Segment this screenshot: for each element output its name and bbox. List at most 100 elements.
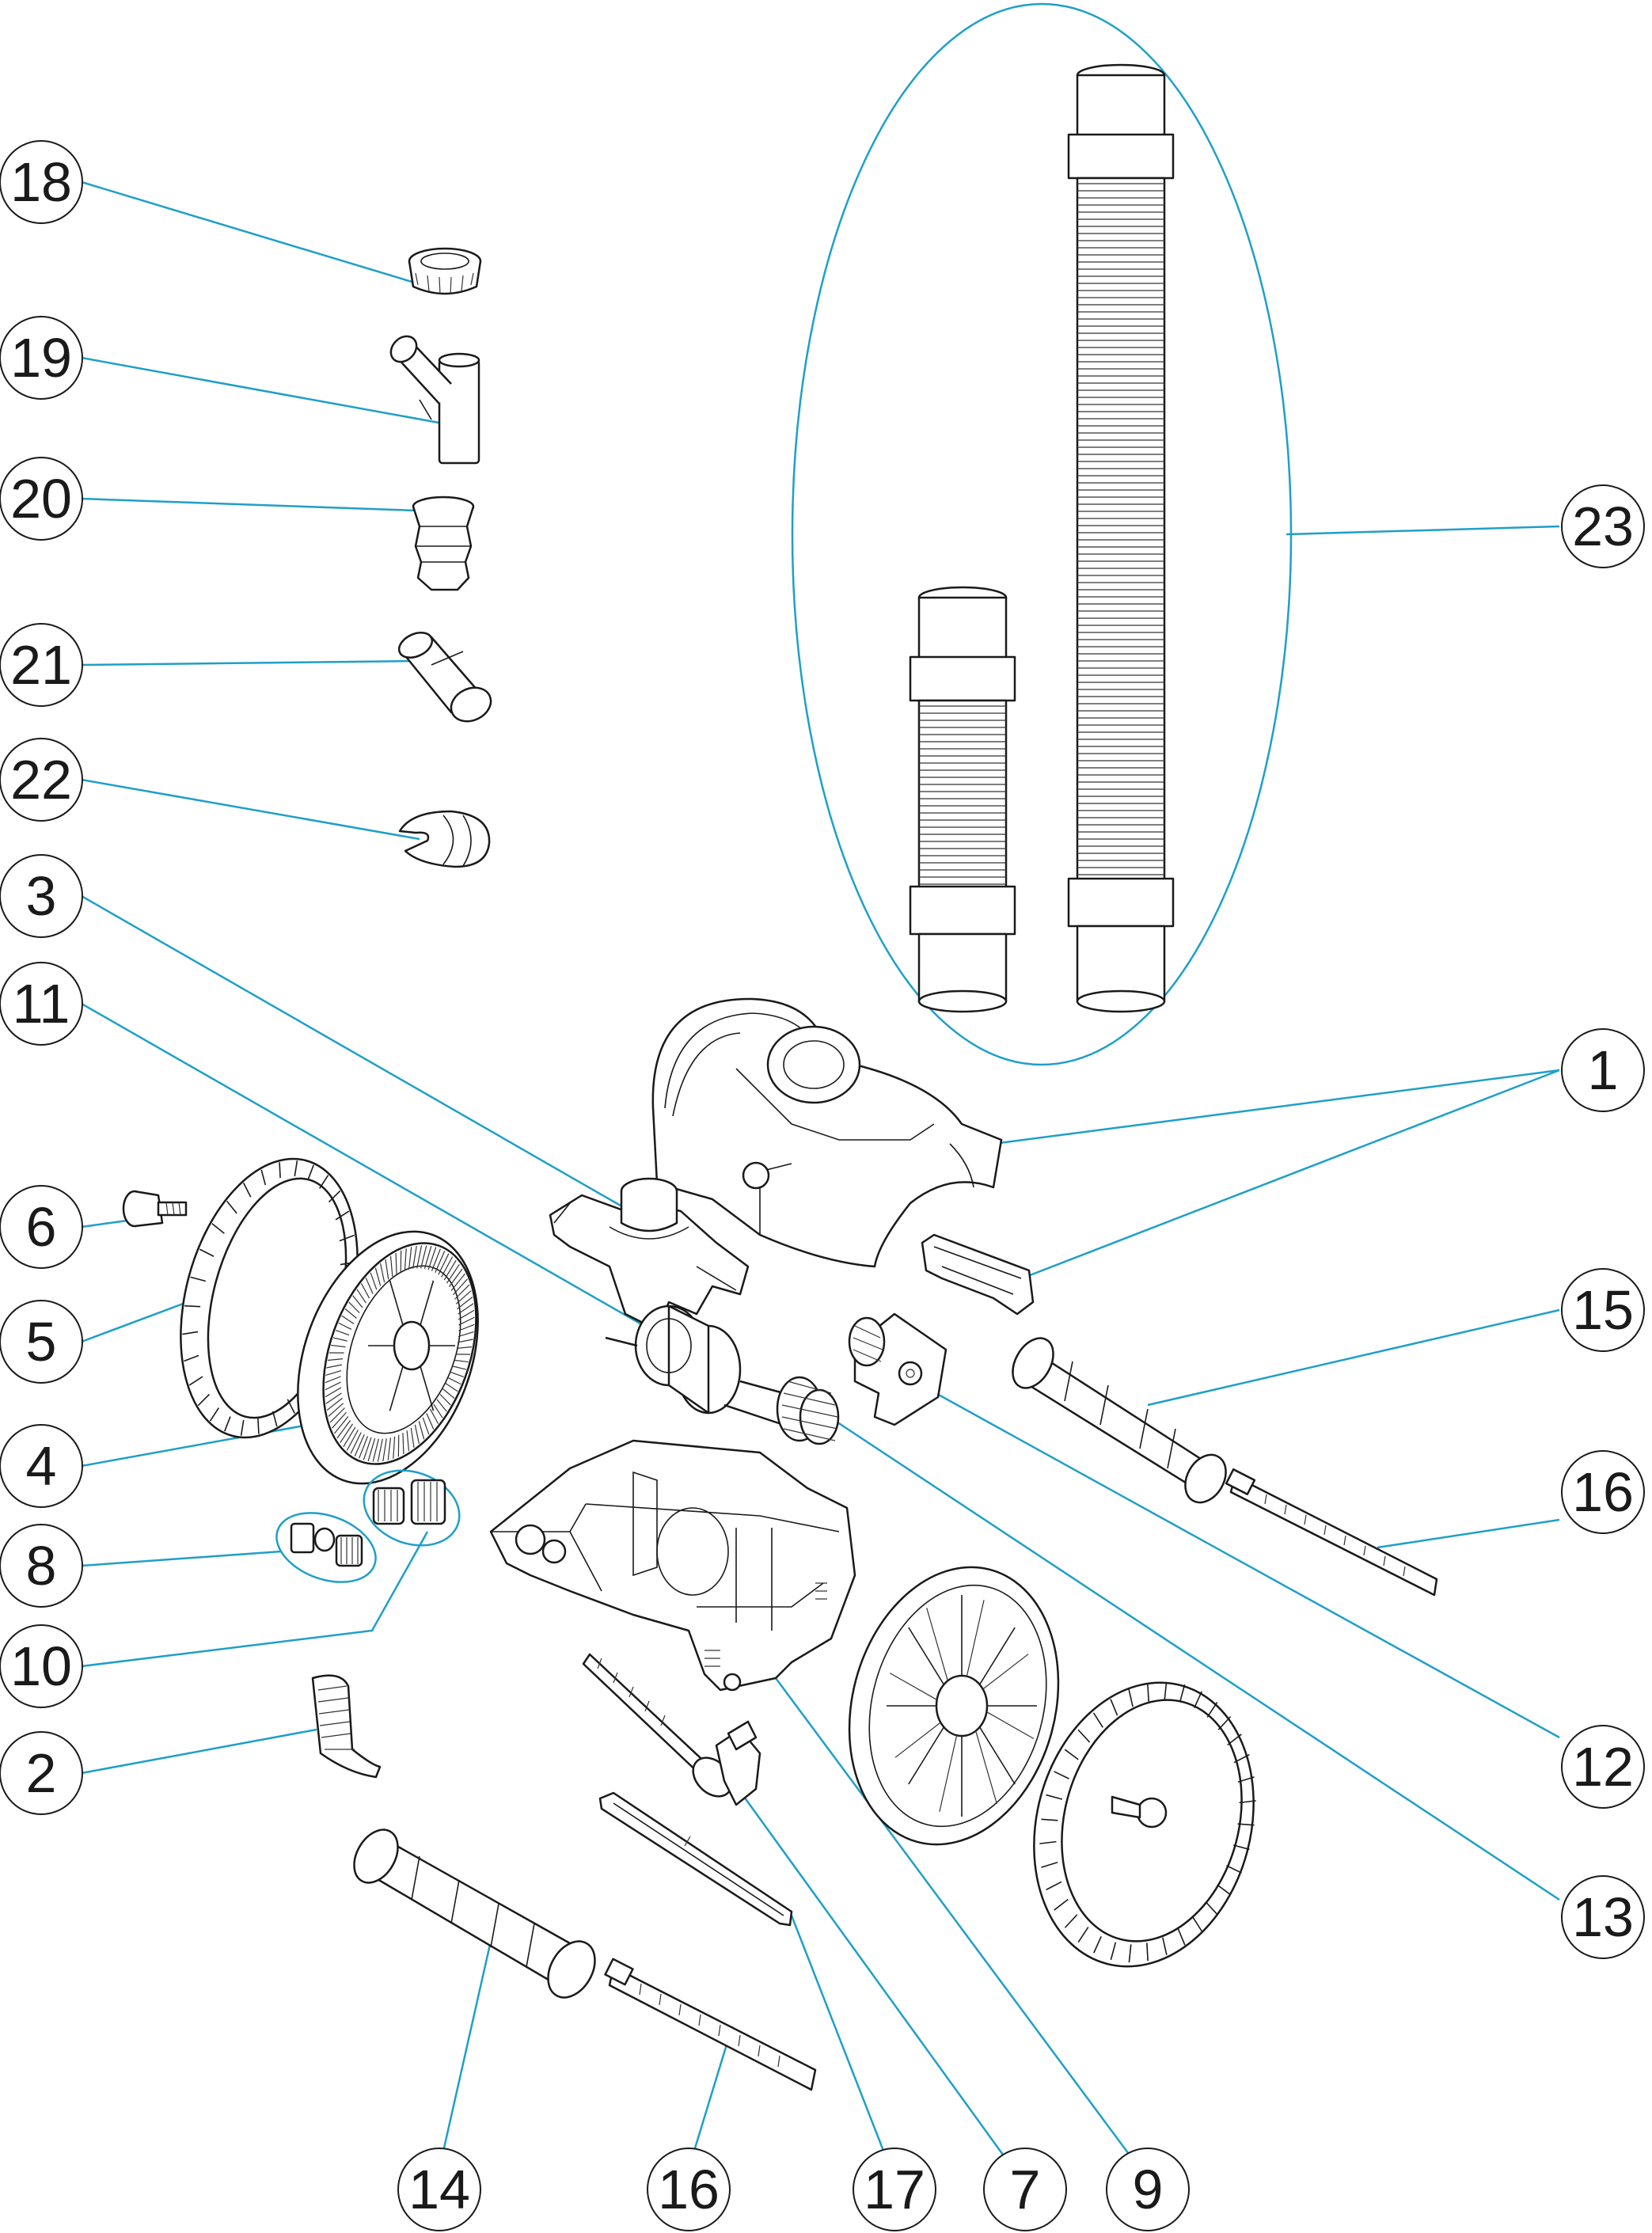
top-cover-part — [651, 997, 1003, 1268]
callout-17: 17 — [853, 2148, 936, 2231]
svg-text:22: 22 — [10, 749, 72, 811]
callout-11: 11 — [0, 962, 83, 1046]
leader-16a — [687, 2026, 734, 2170]
callout-19: 19 — [0, 316, 83, 400]
leader-4 — [81, 1423, 310, 1468]
callout-5: 5 — [0, 1300, 83, 1384]
callout-4: 4 — [0, 1424, 83, 1508]
callout-7: 7 — [983, 2148, 1067, 2231]
callout-12: 12 — [1561, 1725, 1645, 1809]
leader-23 — [1286, 525, 1560, 536]
long-hose — [1067, 63, 1175, 1013]
brush-roller-front-part — [353, 1829, 596, 1999]
svg-text:21: 21 — [10, 634, 72, 696]
callout-2: 2 — [0, 1731, 83, 1815]
hose-nut-part — [408, 247, 482, 295]
leader-11 — [81, 1002, 666, 1339]
callout-18: 18 — [0, 140, 83, 224]
roller-shaft-front-part — [604, 1958, 817, 2091]
leader-1b — [1001, 1069, 1560, 1288]
brush-roller-rear-part — [1012, 1337, 1227, 1504]
cam-gear-part — [848, 1312, 948, 1426]
leader-22 — [81, 778, 420, 841]
grille-part — [311, 1674, 382, 1779]
axle-screw-part — [122, 1190, 188, 1228]
svg-text:18: 18 — [10, 151, 72, 213]
leader-1a — [993, 1069, 1560, 1145]
callouts: 18 19 20 21 22 3 11 6 5 4 8 10 2 14 16 1… — [0, 140, 1645, 2231]
svg-text:16: 16 — [658, 2159, 720, 2220]
clip-part — [398, 810, 491, 868]
leader-lines — [81, 180, 1560, 2170]
svg-text:17: 17 — [864, 2159, 925, 2220]
svg-text:2: 2 — [26, 1742, 57, 1804]
svg-text:13: 13 — [1572, 1886, 1634, 1948]
svg-text:7: 7 — [1010, 2159, 1041, 2220]
leader-18 — [81, 180, 436, 291]
leader-20 — [81, 497, 416, 512]
svg-text:3: 3 — [26, 865, 57, 927]
leader-2 — [81, 1728, 317, 1775]
callout-22: 22 — [0, 738, 83, 822]
callout-10: 10 — [0, 1624, 83, 1708]
leader-19 — [81, 356, 444, 425]
cone-adapter-part — [412, 496, 475, 591]
leader-12 — [913, 1380, 1560, 1739]
svg-text:11: 11 — [13, 973, 70, 1035]
short-hose — [909, 586, 1016, 1013]
svg-text:16: 16 — [1572, 1461, 1634, 1523]
callout-6: 6 — [0, 1185, 83, 1269]
roller-shaft-rear-part — [1225, 1468, 1438, 1597]
svg-text:14: 14 — [408, 2159, 470, 2220]
callout-15: 15 — [1561, 1268, 1645, 1352]
drive-shaft-part — [582, 1653, 761, 1806]
svg-text:20: 20 — [10, 468, 72, 530]
leader-15 — [1147, 1308, 1560, 1407]
inlet-housing-part — [549, 1177, 750, 1331]
leader-16b — [1377, 1518, 1560, 1549]
skirt-strip-part — [598, 1791, 793, 1927]
svg-text:23: 23 — [1572, 496, 1634, 557]
gear-wheel-part — [297, 1230, 479, 1485]
svg-text:1: 1 — [1588, 1039, 1619, 1101]
leader-5 — [81, 1297, 199, 1343]
hub-wheel-part — [848, 1566, 1060, 1846]
svg-text:9: 9 — [1133, 2159, 1164, 2220]
svg-text:12: 12 — [1572, 1736, 1634, 1798]
hose-group-ring — [791, 2, 1293, 1066]
svg-text:6: 6 — [26, 1196, 57, 1258]
straight-connector-part — [397, 632, 492, 723]
leader-14 — [438, 1923, 496, 2170]
svg-text:8: 8 — [26, 1535, 57, 1597]
callout-13: 13 — [1561, 1875, 1645, 1959]
chassis-part — [489, 1439, 856, 1692]
callout-8: 8 — [0, 1524, 83, 1608]
callout-16-front: 16 — [647, 2148, 731, 2231]
leader-3 — [81, 894, 642, 1219]
callout-14: 14 — [397, 2148, 481, 2231]
svg-text:15: 15 — [1572, 1279, 1634, 1341]
y-connector-part — [389, 335, 480, 465]
svg-text:19: 19 — [10, 327, 72, 389]
callout-21: 21 — [0, 623, 83, 707]
drive-gear-part — [723, 1376, 840, 1445]
handle-part — [921, 1233, 1035, 1316]
rear-tire-part — [1033, 1681, 1256, 1968]
leader-9 — [774, 1677, 1141, 2170]
svg-text:10: 10 — [10, 1635, 72, 1697]
callout-3: 3 — [0, 854, 83, 938]
turbine-part — [605, 1304, 784, 1415]
callout-16-rear: 16 — [1561, 1450, 1645, 1534]
leader-17 — [790, 1915, 892, 2170]
leader-13 — [822, 1411, 1560, 1901]
gear-set-large-part — [363, 1469, 461, 1547]
leader-10 — [81, 1531, 429, 1668]
hose-group — [791, 2, 1293, 1066]
leader-21 — [81, 659, 416, 666]
svg-text:4: 4 — [26, 1435, 57, 1497]
svg-text:5: 5 — [26, 1311, 57, 1373]
callout-23: 23 — [1561, 484, 1645, 568]
callout-1: 1 — [1561, 1028, 1645, 1112]
